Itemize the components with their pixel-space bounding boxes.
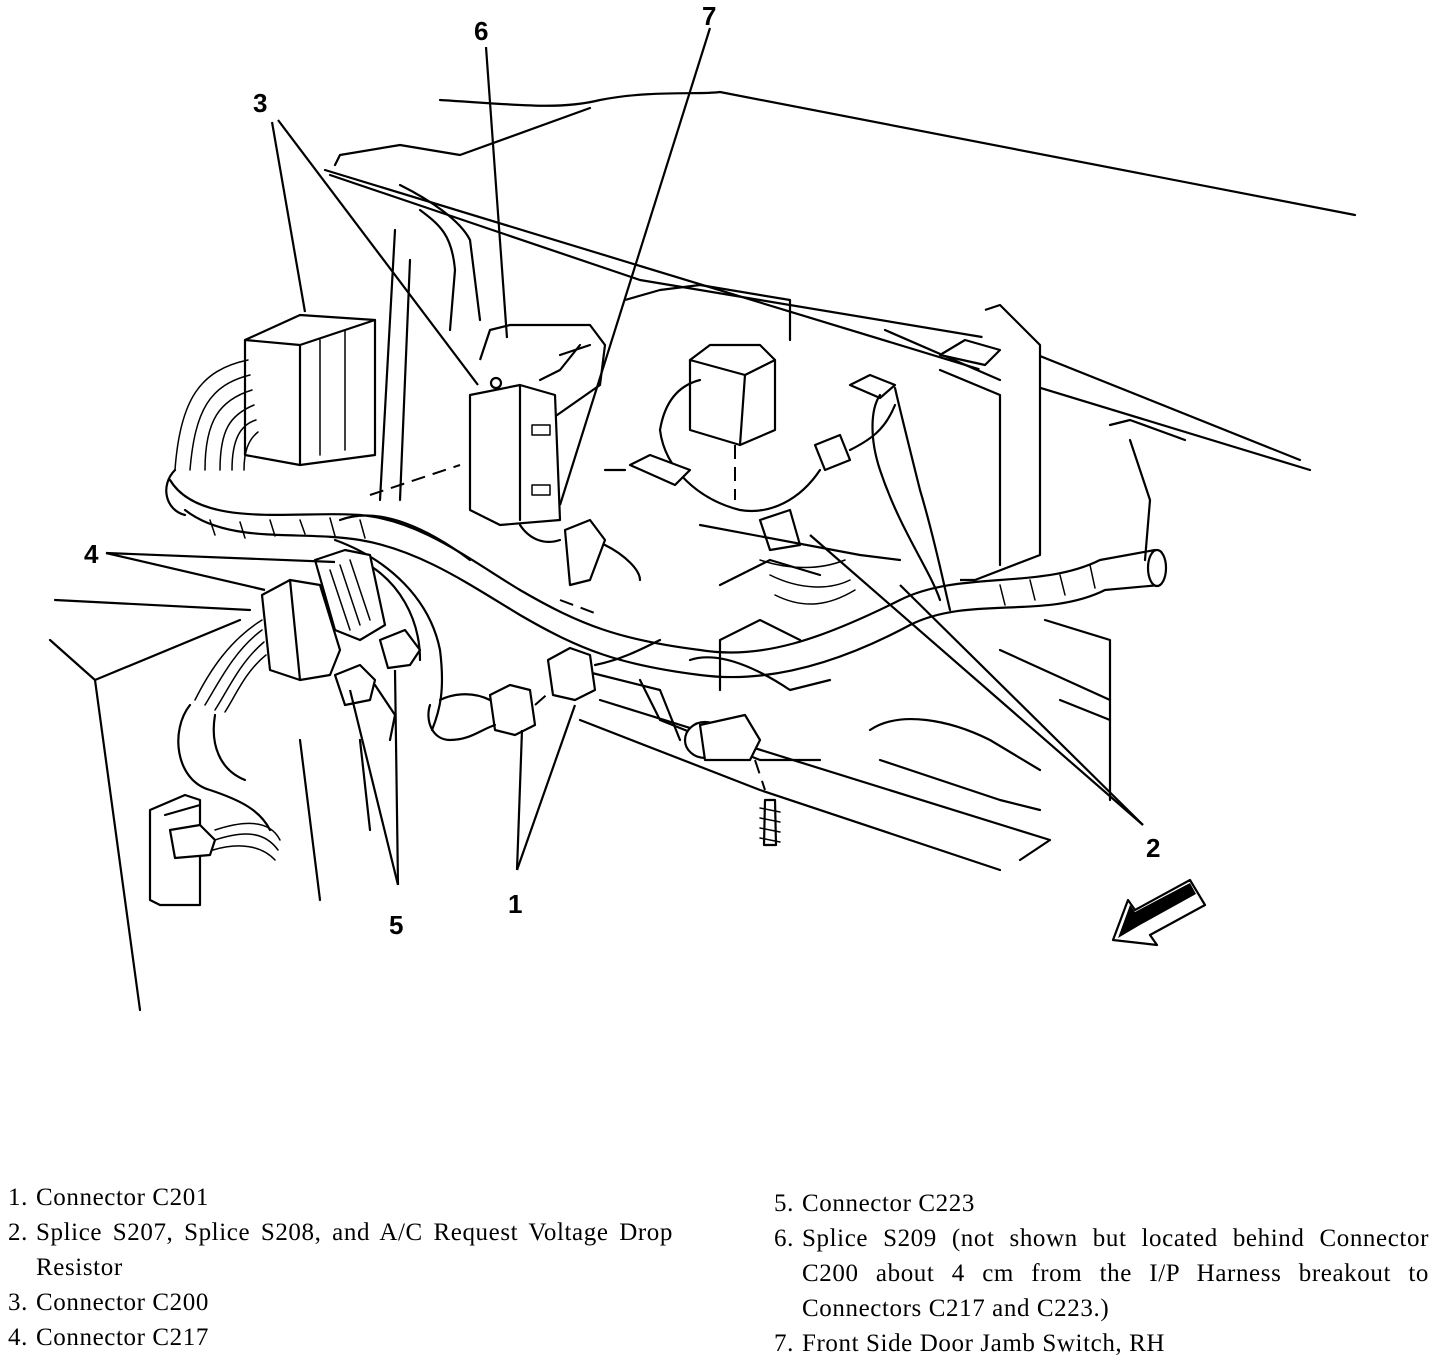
callout-3: 3 [253,88,267,118]
legend-left-column: 1. Connector C201 2. Splice S207, Splice… [8,1180,673,1355]
legend-item-7: 7. Front Side Door Jamb Switch, RH [774,1326,1429,1361]
callout-labels: 1 2 3 4 5 6 7 [84,1,1160,940]
connector-c201 [427,638,662,742]
splice-module [698,303,1042,612]
lower-bracket [578,618,1042,847]
legend-item-2: 2. Splice S207, Splice S208, and A/C Req… [8,1215,673,1285]
legend-text: Connector C217 [36,1324,209,1351]
legend-number: 6. [774,1225,794,1252]
callout-6: 6 [474,16,488,46]
legend-text: Connector C200 [36,1289,209,1316]
relay-module [603,283,822,512]
dashed-guides [369,464,601,616]
legend-text: Splice S209 (not shown but located behin… [802,1225,1429,1322]
lower-left-connector [148,793,281,907]
legend-item-3: 3. Connector C200 [8,1285,673,1320]
callout-1: 1 [508,889,522,919]
legend-item-4: 4. Connector C217 [8,1320,673,1355]
legend-text: Front Side Door Jamb Switch, RH [802,1330,1166,1357]
legend-text: Connector C201 [36,1184,209,1211]
callout-7: 7 [702,1,716,31]
body-panels [48,90,1357,1012]
legend-text: Connector C223 [802,1190,975,1217]
front-direction-arrow-icon [1111,878,1207,947]
connector-c223 [333,628,422,742]
connector-c200 [165,313,377,517]
legend-item-6: 6. Splice S209 (not shown but located be… [774,1221,1429,1326]
connector-c217 [177,548,387,832]
legend-number: 3. [8,1289,28,1316]
legend-number: 1. [8,1184,28,1211]
legend-number: 4. [8,1324,28,1351]
legend-item-1: 1. Connector C201 [8,1180,673,1215]
legend-text: Splice S207, Splice S208, and A/C Reques… [36,1219,673,1281]
legend-number: 7. [774,1330,794,1357]
legend-number: 2. [8,1219,28,1246]
ip-harness [168,478,1168,732]
leader-lines [105,27,1144,886]
callout-2: 2 [1146,833,1160,863]
callout-5: 5 [389,910,403,940]
legend-item-5: 5. Connector C223 [774,1186,1429,1221]
legend-number: 5. [774,1190,794,1217]
callout-4: 4 [84,539,99,569]
bracket-assembly [468,323,642,587]
legend-right-column: 5. Connector C223 6. Splice S209 (not sh… [774,1186,1429,1361]
